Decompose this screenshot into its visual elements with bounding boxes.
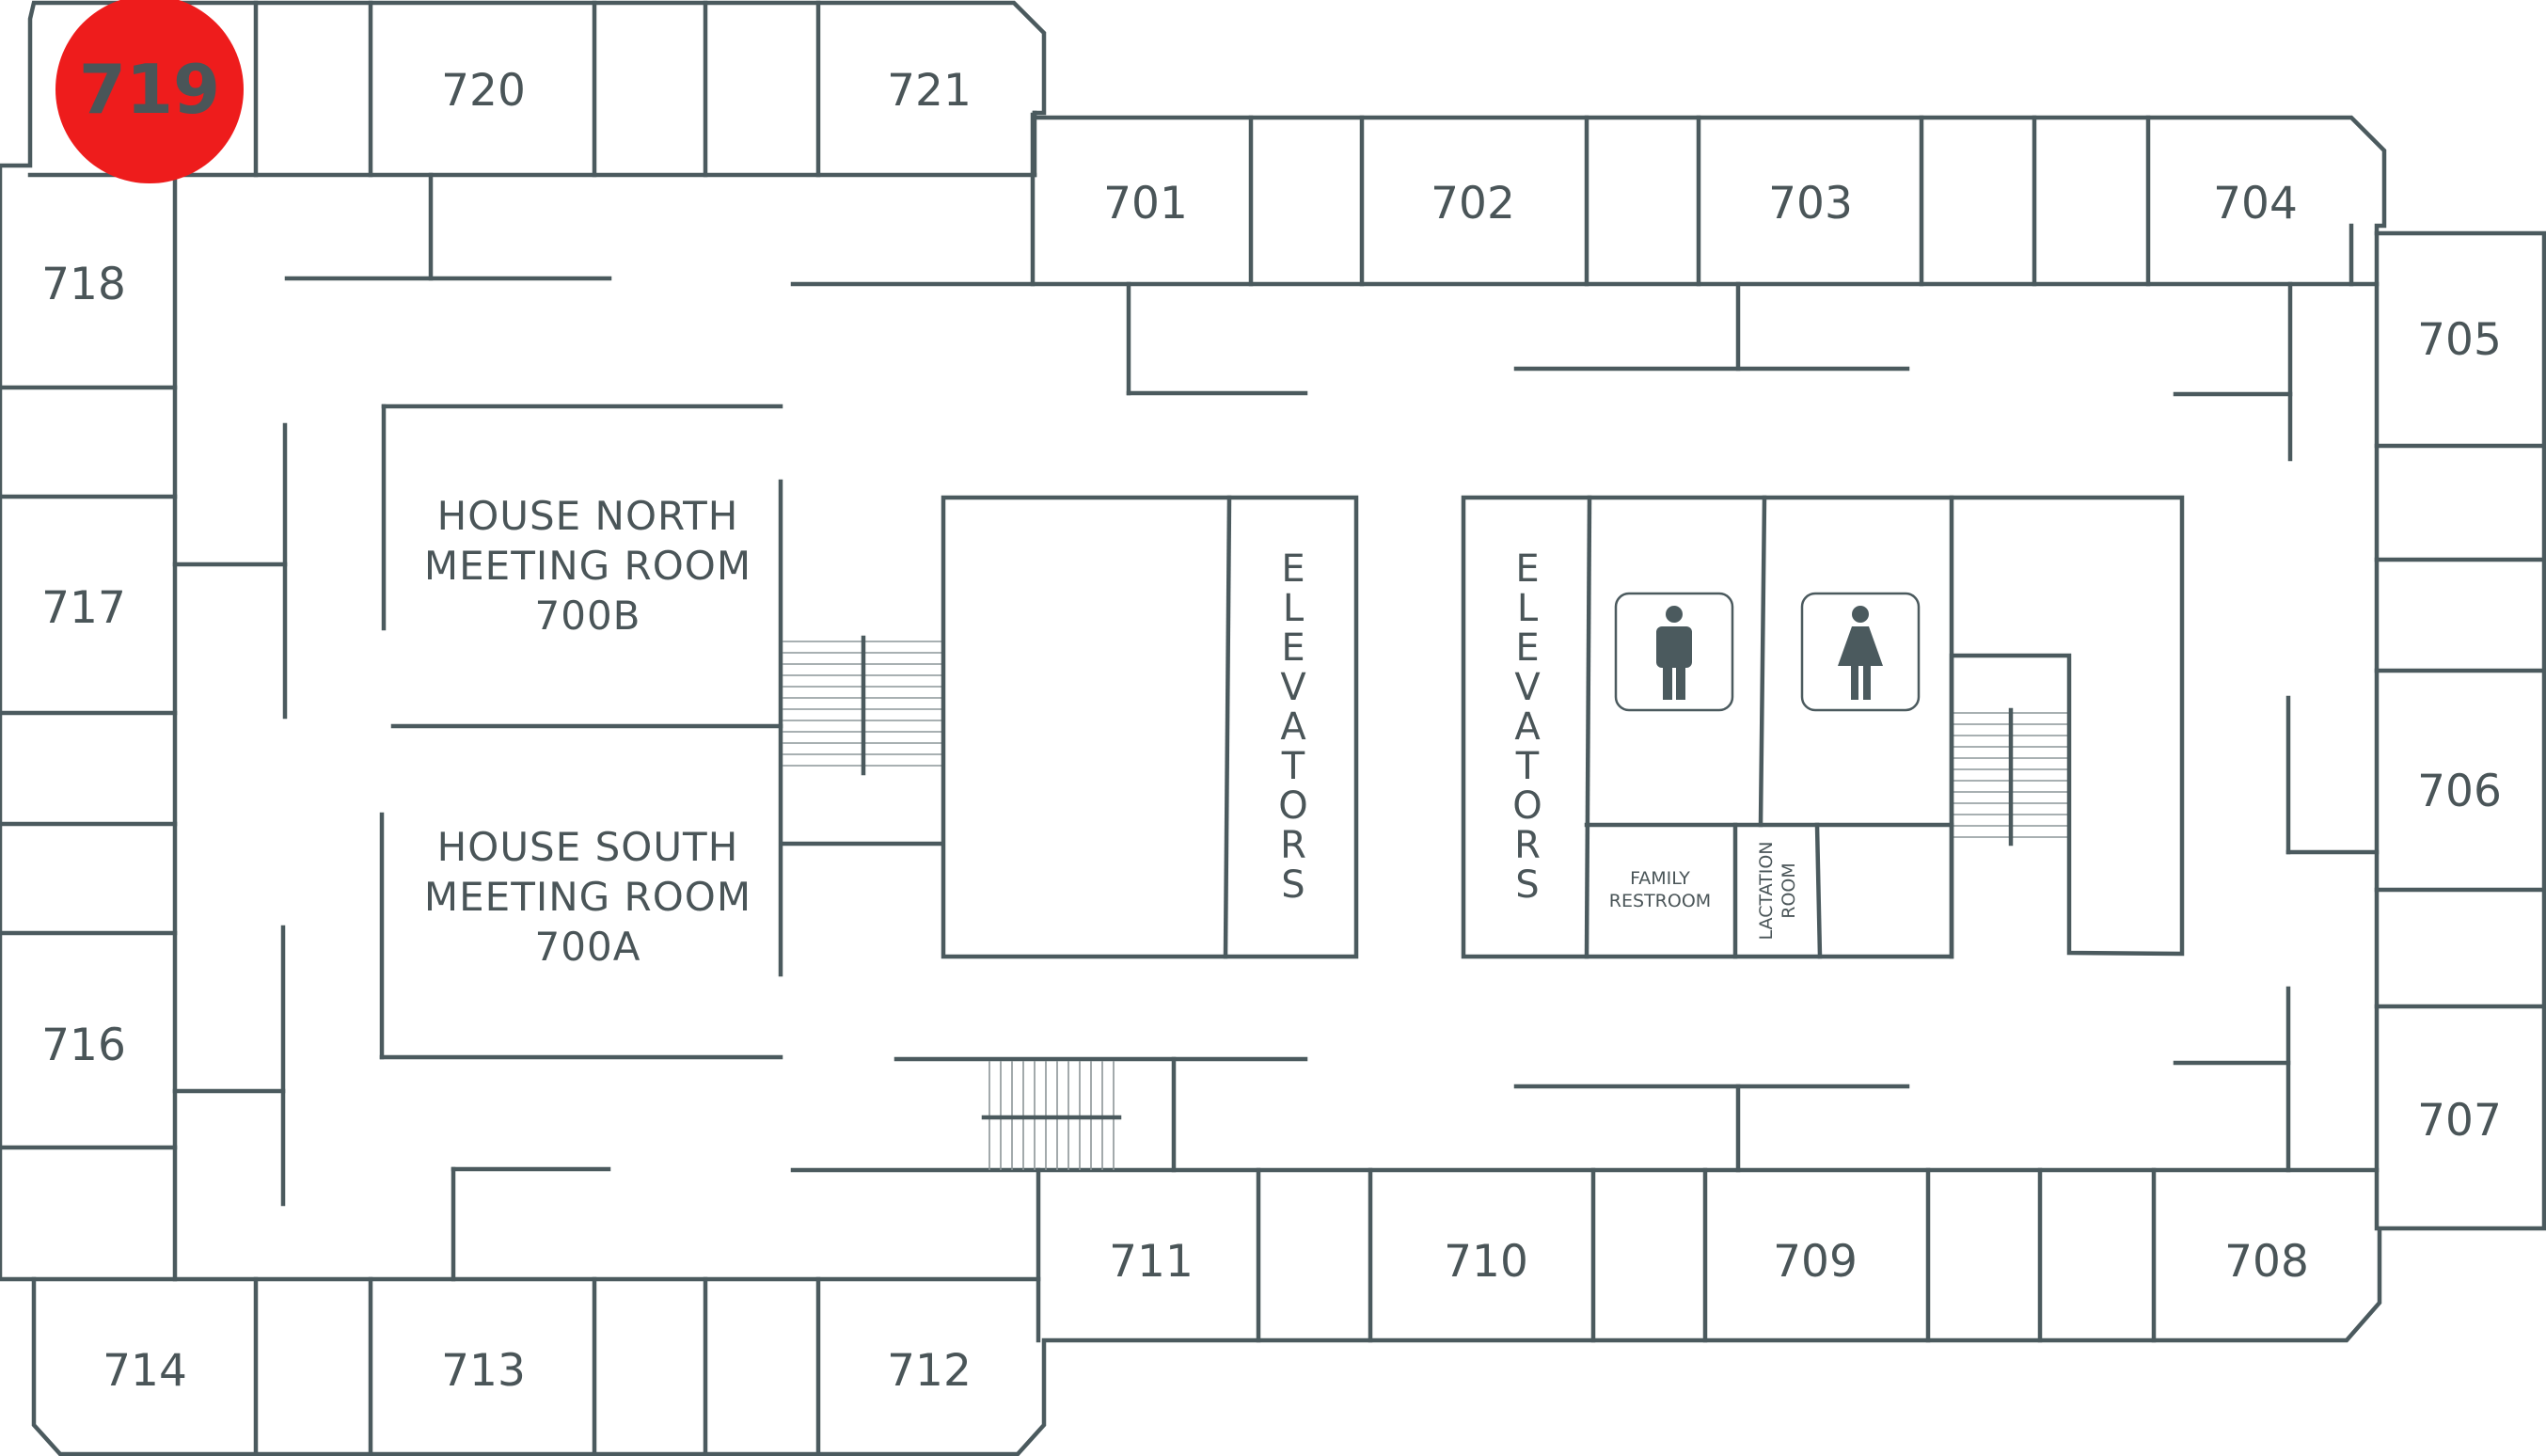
elevators-right-letter: L [1517, 587, 1539, 630]
core-left [941, 495, 1359, 959]
house-south-line1: HOUSE SOUTH [437, 824, 739, 870]
wing-bottom-right [790, 1167, 2380, 1343]
elevators-left-letter: E [1281, 547, 1305, 591]
room-714-label[interactable]: 714 [103, 1345, 187, 1397]
room-708-label[interactable]: 708 [2224, 1236, 2309, 1288]
room-705-label[interactable]: 705 [2417, 314, 2502, 366]
elevators-left-label: E L E V A T O R S [1278, 547, 1307, 907]
stairs-bottom [981, 1061, 1122, 1170]
room-701-label[interactable]: 701 [1103, 178, 1188, 229]
room-713-label[interactable]: 713 [441, 1345, 526, 1397]
elevators-left-letter: V [1280, 666, 1306, 709]
elevators-left-letter: S [1281, 863, 1305, 907]
elevators-right-label: E L E V A T O R S [1512, 547, 1542, 907]
family-restroom-line2: RESTROOM [1609, 891, 1711, 911]
lactation-room[interactable]: LACTATION ROOM [1756, 842, 1799, 941]
elevators-right-letter: A [1514, 705, 1541, 749]
room-703-label[interactable]: 703 [1768, 178, 1853, 229]
stairs-left [780, 635, 945, 847]
meeting-rooms-block [379, 404, 783, 1060]
house-south-line2: MEETING ROOM [424, 874, 751, 920]
house-north-line1: HOUSE NORTH [437, 493, 739, 539]
wing-top-left [27, 0, 1037, 178]
elevators-left-letter: R [1280, 824, 1306, 867]
corridor-partitions [172, 172, 2380, 1282]
room-716-label[interactable]: 716 [41, 1020, 126, 1071]
elevators-right-letter: E [1515, 626, 1539, 670]
wing-right [2374, 230, 2546, 1231]
room-719-label: 719 [79, 50, 220, 129]
elevators-right-letter: O [1512, 784, 1542, 828]
elevators-left-letter: L [1283, 587, 1305, 630]
elevators-right-letter: R [1514, 824, 1541, 867]
elevators-left-letter: E [1281, 626, 1305, 670]
lactation-room-line2: ROOM [1779, 863, 1799, 919]
house-south-meeting-room[interactable]: HOUSE SOUTH MEETING ROOM 700A [424, 824, 751, 970]
house-north-line2: MEETING ROOM [424, 543, 751, 589]
room-717-label[interactable]: 717 [41, 582, 126, 634]
elevators-right-letter: T [1515, 745, 1540, 788]
room-709-label[interactable]: 709 [1773, 1236, 1858, 1288]
wing-left [0, 172, 178, 1282]
elevators-right-letter: S [1515, 863, 1539, 907]
core-right [1461, 495, 2185, 959]
men-restroom-icon [1614, 592, 1734, 712]
room-720-label[interactable]: 720 [441, 65, 526, 117]
elevators-left-letter: A [1280, 705, 1306, 749]
stairs-right [1952, 707, 2069, 847]
elevators-left-letter: T [1281, 745, 1305, 788]
room-721-label[interactable]: 721 [887, 65, 972, 117]
elevators-right-letter: V [1514, 666, 1541, 709]
room-712-label[interactable]: 712 [887, 1345, 972, 1397]
room-704-label[interactable]: 704 [2213, 178, 2298, 229]
room-706-label[interactable]: 706 [2417, 766, 2502, 817]
house-north-meeting-room[interactable]: HOUSE NORTH MEETING ROOM 700B [424, 493, 751, 639]
wing-bottom-left [31, 1276, 1041, 1456]
room-710-label[interactable]: 710 [1444, 1236, 1528, 1288]
elevators-right-letter: E [1515, 547, 1539, 591]
family-restroom-line1: FAMILY [1630, 868, 1690, 889]
room-719-highlight-marker[interactable]: 719 [55, 0, 244, 183]
lactation-room-line1: LACTATION [1756, 842, 1777, 941]
elevators-left-letter: O [1278, 784, 1307, 828]
house-south-number: 700A [535, 924, 641, 970]
women-restroom-icon [1800, 592, 1921, 712]
room-718-label[interactable]: 718 [41, 259, 126, 310]
room-711-label[interactable]: 711 [1109, 1236, 1194, 1288]
highlight-circle [55, 0, 244, 183]
room-707-label[interactable]: 707 [2417, 1095, 2502, 1147]
wing-top-right [790, 112, 2380, 287]
room-702-label[interactable]: 702 [1431, 178, 1515, 229]
house-north-number: 700B [535, 593, 641, 639]
family-restroom[interactable]: FAMILY RESTROOM [1609, 868, 1711, 911]
